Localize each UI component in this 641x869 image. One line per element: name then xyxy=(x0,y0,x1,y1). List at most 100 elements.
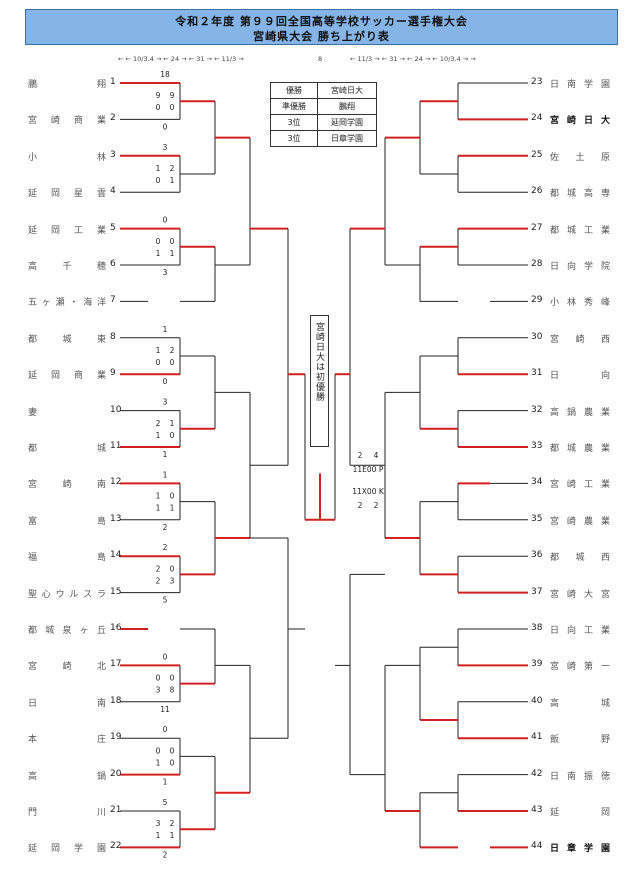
score-half2: 0 xyxy=(170,358,175,367)
seed-number: 36 xyxy=(531,550,543,561)
team-name: 延岡工業 xyxy=(28,225,106,236)
score-below: 2 xyxy=(163,850,168,859)
dates-right: ← 11/3 → ← 31 → ← 24 → ← 10/3.4 → → xyxy=(350,55,476,63)
score-top: 3 xyxy=(156,819,161,828)
result-rank: 優勝 xyxy=(270,82,318,99)
score-bottom: 0 xyxy=(170,237,175,246)
score-bottom: 0 xyxy=(170,746,175,755)
seed-number: 11 xyxy=(110,441,122,451)
seed-number: 34 xyxy=(531,477,543,488)
score-half1: 1 xyxy=(156,249,161,258)
seed-number: 38 xyxy=(531,623,543,633)
team-name: 都城工業 xyxy=(550,225,610,236)
score-half1: 1 xyxy=(156,758,161,767)
score-half2: 3 xyxy=(170,576,175,585)
header-banner: 令和２年度 第９９回全国高等学校サッカー選手権大会 宮崎県大会 勝ち上がり表 xyxy=(25,9,618,45)
result-row: 3位 延岡学園 xyxy=(270,114,377,131)
team-name: 日向 xyxy=(550,371,610,382)
score-half1: 3 xyxy=(156,686,161,695)
team-name: 都城 xyxy=(28,444,106,454)
score-below: 1 xyxy=(163,778,168,787)
score-below: 3 xyxy=(163,268,168,277)
score-half2: 8 xyxy=(170,686,175,695)
final-score-a: 2 xyxy=(358,451,363,460)
score-bottom: 0 xyxy=(170,492,175,501)
seed-number: 25 xyxy=(531,149,543,160)
results-table: 優勝 宮崎日大 準優勝 鵬翔 3位 延岡学園 3位 日章学園 xyxy=(270,82,377,147)
team-name: 小林 xyxy=(28,152,106,163)
seed-number: 43 xyxy=(531,805,543,815)
seed-number: 14 xyxy=(110,550,122,561)
seed-number: 15 xyxy=(110,586,122,597)
score-above: 1 xyxy=(163,325,168,334)
score-top: 1 xyxy=(156,492,161,501)
seed-number: 21 xyxy=(110,805,122,815)
page-title: 令和２年度 第９９回全国高等学校サッカー選手権大会 xyxy=(175,15,468,28)
team-name: 延岡商業 xyxy=(28,371,106,382)
seed-number: 31 xyxy=(531,368,543,379)
seed-number: 27 xyxy=(531,222,543,233)
score-above: 0 xyxy=(163,725,168,734)
score-above: 5 xyxy=(163,798,168,807)
seed-number: 10 xyxy=(110,404,122,415)
seed-number: 9 xyxy=(110,368,116,379)
score-below: 5 xyxy=(163,596,168,605)
score-bottom: 9 xyxy=(170,91,175,100)
team-name: 都城西 xyxy=(550,553,610,564)
seed-number: 28 xyxy=(531,259,543,269)
seed-number: 29 xyxy=(531,295,543,306)
seed-number: 32 xyxy=(531,404,543,415)
team-name: 鵬翔 xyxy=(28,80,106,90)
seed-number: 18 xyxy=(110,695,122,706)
seed-number: 40 xyxy=(531,695,543,706)
team-name: 聖心ウルスラ xyxy=(28,589,106,600)
score-above: 1 xyxy=(163,470,168,479)
seed-number: 19 xyxy=(110,732,122,743)
team-name: 門川 xyxy=(28,808,106,818)
team-name: 日向工業 xyxy=(550,626,610,636)
score-above: 3 xyxy=(163,143,168,152)
team-name: 飯野 xyxy=(550,735,610,746)
score-top: 0 xyxy=(156,746,161,755)
score-above: 18 xyxy=(160,70,170,79)
seed-number: 2 xyxy=(110,113,116,124)
team-name: 日向学院 xyxy=(550,262,610,272)
seed-number: 8 xyxy=(110,331,116,342)
team-name: 宮崎第一 xyxy=(550,662,610,673)
champion-note-text: 宮崎日大は初優勝 xyxy=(314,322,324,402)
score-above: 2 xyxy=(163,543,168,552)
page-subtitle: 宮崎県大会 勝ち上がり表 xyxy=(253,30,390,43)
score-bottom: 2 xyxy=(170,346,175,355)
seed-number: 17 xyxy=(110,659,122,670)
team-name: 小林秀峰 xyxy=(550,298,610,309)
seed-number: 37 xyxy=(531,586,543,597)
team-name: 都城泉ヶ丘 xyxy=(28,626,106,636)
seed-number: 6 xyxy=(110,259,116,269)
team-name: 五ヶ瀬・海洋 xyxy=(28,298,106,309)
seed-number: 5 xyxy=(110,222,116,233)
seed-number: 35 xyxy=(531,513,543,524)
score-below: 11 xyxy=(160,705,170,714)
team-name: 延岡 xyxy=(550,808,610,818)
score-bottom: 2 xyxy=(170,819,175,828)
score-half1: 2 xyxy=(156,576,161,585)
score-bottom: 1 xyxy=(170,419,175,428)
result-team: 宮崎日大 xyxy=(317,82,377,99)
seed-number: 26 xyxy=(531,186,543,197)
seed-number: 24 xyxy=(531,113,543,124)
team-name: 都城東 xyxy=(28,334,106,345)
final-pk-bottom: 11X00 K xyxy=(352,487,385,496)
score-top: 1 xyxy=(156,164,161,173)
score-half1: 1 xyxy=(156,431,161,440)
score-below: 0 xyxy=(163,122,168,131)
team-name: 富島 xyxy=(28,516,106,527)
result-row: 準優勝 鵬翔 xyxy=(270,98,377,115)
score-top: 9 xyxy=(156,91,161,100)
team-name: 宮崎工業 xyxy=(550,480,610,491)
seed-number: 12 xyxy=(110,477,122,488)
score-above: 0 xyxy=(163,216,168,225)
score-half1: 0 xyxy=(156,358,161,367)
score-above: 3 xyxy=(163,398,168,407)
score-half2: 0 xyxy=(170,431,175,440)
